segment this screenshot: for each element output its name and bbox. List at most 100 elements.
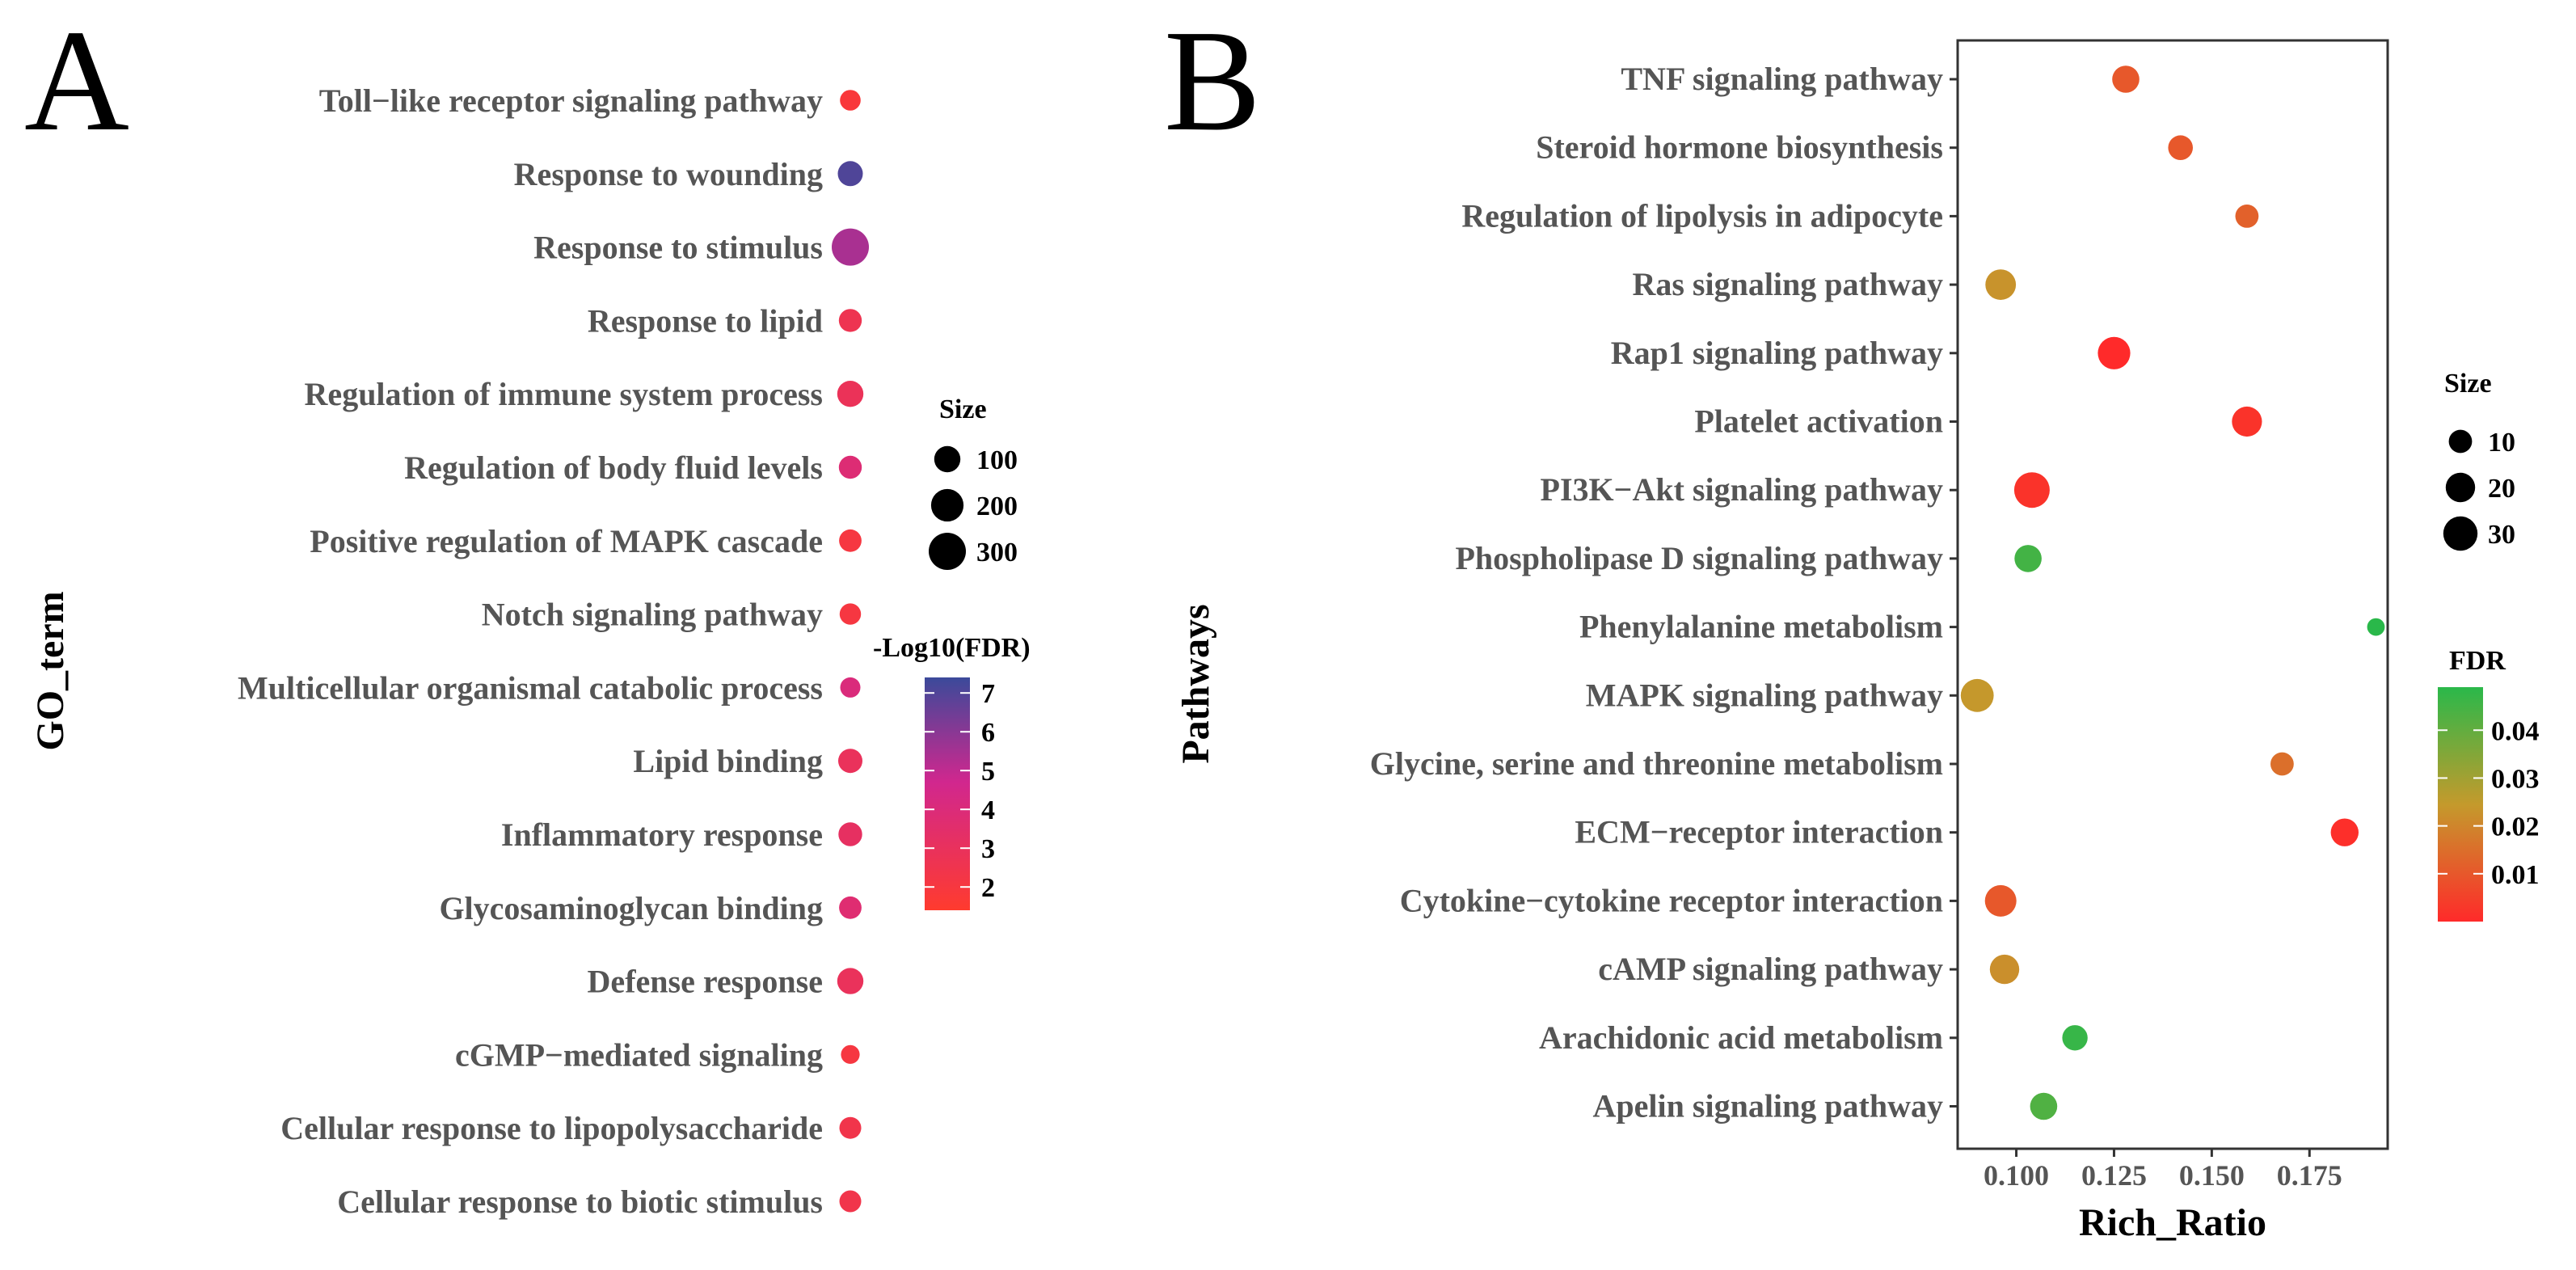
go-size-legend-label: 200: [976, 492, 1018, 521]
go-term-point: [841, 1044, 860, 1064]
go-term-point: [839, 896, 862, 919]
go-size-legend-dot: [934, 445, 961, 473]
pathway-label: Phospholipase D signaling pathway: [1455, 540, 1943, 576]
pathway-color-legend: FDR 0.01 0.02 0.03 0.04: [2438, 646, 2540, 922]
go-size-legend-dot: [930, 488, 964, 522]
pathway-label: PI3K−Akt signaling pathway: [1541, 471, 1943, 508]
pathway-colorbar-tick-label: 0.02: [2491, 812, 2540, 842]
go-term-point: [832, 228, 869, 266]
pathway-x-tick-label: 0.150: [2179, 1159, 2245, 1192]
go-term-label: Notch signaling pathway: [482, 597, 823, 633]
pathway-colorbar-ticks: 0.01 0.02 0.03 0.04: [2438, 716, 2540, 890]
pathway-colorbar-tick-label: 0.04: [2491, 716, 2540, 746]
pathway-size-legend-items: 10 20 30: [2443, 428, 2515, 551]
pathway-size-legend-label: 30: [2488, 520, 2515, 550]
pathway-point: [2112, 65, 2140, 93]
pathway-x-tick-label: 0.125: [2081, 1159, 2147, 1192]
pathway-label: Cytokine−cytokine receptor interaction: [1400, 882, 1943, 918]
go-term-point: [837, 381, 864, 407]
go-color-legend-title: -Log10(FDR): [873, 633, 1031, 663]
go-term-point: [839, 603, 862, 625]
go-term-label: Toll−like receptor signaling pathway: [319, 82, 823, 119]
go-term-point: [838, 749, 862, 774]
go-term-label: Multicellular organismal catabolic proce…: [238, 669, 823, 706]
go-term-point: [839, 1190, 862, 1213]
go-term-label: cGMP−mediated signaling: [455, 1036, 823, 1073]
go-size-legend-dot: [929, 533, 966, 570]
pathway-point: [2232, 406, 2262, 437]
go-term-point: [839, 1116, 862, 1139]
panel-label-a: A: [24, 0, 129, 161]
pathway-x-ticks: 0.100 0.125 0.150 0.175: [1984, 1149, 2342, 1192]
pathway-color-legend-title: FDR: [2449, 646, 2506, 676]
pathway-point: [2014, 545, 2042, 572]
go-term-point: [839, 529, 862, 552]
go-colorbar-tick-label: 5: [981, 757, 995, 787]
pathway-label: MAPK signaling pathway: [1586, 677, 1943, 713]
pathway-label: TNF signaling pathway: [1621, 61, 1943, 97]
pathway-size-legend: Size 10 20 30: [2443, 369, 2515, 551]
pathway-point: [2062, 1025, 2088, 1051]
go-term-labels: Toll−like receptor signaling pathwayResp…: [238, 82, 823, 1220]
go-term-label: Positive regulation of MAPK cascade: [310, 523, 823, 559]
pathway-colorbar: [2438, 687, 2483, 922]
pathway-x-axis-label: Rich_Ratio: [2079, 1201, 2266, 1244]
pathway-point: [2030, 1092, 2058, 1120]
go-term-point: [837, 161, 863, 187]
pathway-colorbar-tick-label: 0.01: [2491, 860, 2540, 890]
go-colorbar-ticks: 2 3 4 5 6 7: [925, 679, 995, 903]
go-term-label: Response to stimulus: [533, 230, 823, 266]
pathway-point: [2097, 336, 2131, 369]
pathway-label: Apelin signaling pathway: [1593, 1088, 1943, 1124]
go-colorbar-tick-label: 6: [981, 718, 995, 748]
pathway-y-ticks: [1950, 78, 1958, 1108]
go-term-point: [840, 677, 861, 698]
pathway-label: Arachidonic acid metabolism: [1539, 1019, 1943, 1056]
pathway-point: [2013, 472, 2050, 508]
pathway-point: [2270, 752, 2294, 776]
pathway-size-legend-label: 10: [2488, 428, 2515, 458]
pathway-point: [2367, 618, 2385, 636]
go-term-point: [837, 968, 864, 994]
pathway-size-legend-title: Size: [2444, 369, 2492, 399]
pathway-panel: B Pathways TNF signaling pathwaySteroid …: [1164, 0, 2540, 1244]
go-term-point: [838, 822, 862, 846]
go-colorbar-tick-label: 7: [981, 679, 995, 709]
pathway-size-legend-label: 20: [2488, 474, 2515, 504]
go-colorbar-tick-label: 4: [981, 795, 995, 825]
go-term-label: Regulation of body fluid levels: [404, 449, 823, 486]
pathway-x-tick-label: 0.100: [1984, 1159, 2049, 1192]
go-term-points: [832, 90, 869, 1213]
pathway-point: [2168, 135, 2193, 160]
pathway-points: [1960, 65, 2385, 1120]
go-colorbar-tick-label: 3: [981, 834, 995, 864]
pathway-label: Steroid hormone biosynthesis: [1536, 129, 1943, 166]
go-term-point: [840, 90, 861, 111]
go-y-axis-label: GO_term: [29, 591, 72, 750]
pathway-point: [1985, 269, 2017, 300]
go-term-label: Response to wounding: [514, 156, 823, 192]
pathway-point: [1984, 884, 2017, 917]
go-colorbar-tick-label: 2: [981, 873, 995, 903]
go-term-label: Cellular response to biotic stimulus: [337, 1184, 823, 1220]
go-term-point: [838, 455, 862, 479]
pathway-size-legend-dot: [2443, 516, 2478, 551]
go-term-label: Lipid binding: [633, 743, 823, 779]
pathway-label: Ras signaling pathway: [1632, 266, 1943, 302]
pathway-colorbar-tick-label: 0.03: [2491, 764, 2540, 794]
go-term-point: [838, 309, 862, 332]
go-size-legend-title: Size: [939, 395, 987, 424]
pathway-size-legend-dot: [2448, 429, 2473, 454]
pathway-label: ECM−receptor interaction: [1575, 814, 1943, 850]
go-color-legend: -Log10(FDR) 2 3 4 5 6 7: [873, 633, 1031, 910]
go-term-label: Inflammatory response: [501, 816, 823, 853]
go-term-label: Regulation of immune system process: [305, 376, 823, 412]
pathway-point: [1989, 954, 2020, 985]
pathway-label: Rap1 signaling pathway: [1611, 335, 1943, 371]
pathway-y-axis-label: Pathways: [1174, 604, 1217, 763]
pathway-label: Phenylalanine metabolism: [1579, 609, 1943, 645]
pathway-x-tick-label: 0.175: [2277, 1159, 2342, 1192]
